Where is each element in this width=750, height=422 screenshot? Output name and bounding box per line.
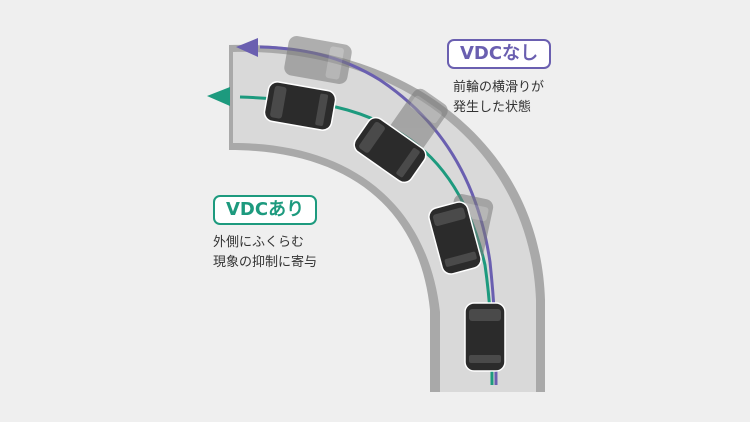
with-vdc-badge: VDCあり bbox=[213, 195, 318, 225]
car-turn-1 bbox=[428, 201, 482, 275]
with-vdc-desc-line1: 外側にふくらむ bbox=[213, 235, 305, 250]
car-end bbox=[263, 81, 337, 131]
without-vdc-desc-line2: 発生した状態 bbox=[453, 100, 532, 115]
without-vdc-badge: VDCなし bbox=[447, 39, 552, 69]
car-turn-2 bbox=[353, 116, 427, 184]
road-surface bbox=[233, 51, 536, 392]
car-start bbox=[464, 302, 506, 372]
without-vdc-arrowhead bbox=[236, 38, 258, 57]
with-vdc-description: 外側にふくらむ 現象の抑制に寄与 bbox=[213, 233, 317, 273]
ghost-car-top bbox=[284, 36, 352, 84]
with-vdc-arrowhead bbox=[207, 87, 230, 106]
without-vdc-description: 前輪の横滑りが 発生した状態 bbox=[453, 78, 544, 118]
with-vdc-desc-line2: 現象の抑制に寄与 bbox=[213, 255, 318, 270]
without-vdc-desc-line1: 前輪の横滑りが bbox=[453, 80, 545, 95]
